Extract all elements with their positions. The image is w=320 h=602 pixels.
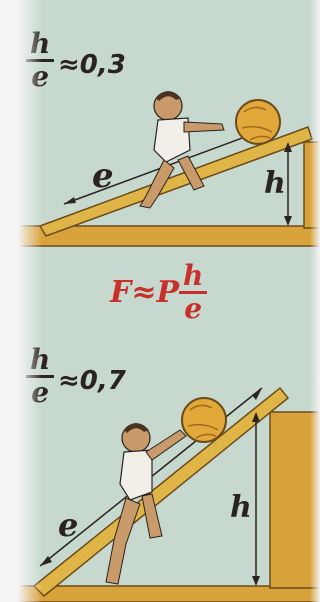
bottom-height-arrowhead-up bbox=[252, 412, 260, 422]
top-ground bbox=[18, 225, 320, 247]
formula-relation: ≈ bbox=[131, 275, 157, 310]
formula-denominator: e bbox=[179, 291, 208, 323]
bottom-height-arrowhead-down bbox=[252, 576, 260, 586]
bottom-length-arrowhead-start bbox=[40, 556, 52, 566]
left-edge-fade bbox=[18, 0, 42, 602]
bottom-height-label: h bbox=[230, 490, 252, 525]
top-length-arrowhead-start bbox=[64, 197, 76, 204]
formula-fraction: h e bbox=[179, 259, 208, 323]
bottom-ratio-value: ≈0,7 bbox=[58, 366, 126, 396]
bottom-man-figure bbox=[105, 423, 187, 585]
formula-force: F bbox=[110, 275, 132, 310]
bottom-length-arrowhead-end bbox=[252, 388, 262, 400]
bottom-ground bbox=[18, 585, 320, 602]
top-height-arrowhead-up bbox=[284, 142, 292, 152]
bottom-incline-label: e bbox=[58, 506, 79, 544]
top-stone bbox=[235, 99, 281, 145]
formula-weight: P bbox=[156, 275, 180, 310]
top-height-label: h bbox=[264, 166, 286, 201]
formula-numerator: h bbox=[183, 259, 204, 292]
inclined-plane-illustration: h e ≈0,3 e h F ≈ P h e h e ≈0,7 e h bbox=[18, 0, 320, 602]
top-ratio-value: ≈0,3 bbox=[58, 50, 126, 80]
bottom-stone bbox=[181, 397, 227, 443]
force-formula: F ≈ P h e bbox=[110, 259, 208, 323]
right-edge-fade bbox=[310, 0, 320, 602]
top-man-figure bbox=[139, 91, 225, 209]
top-incline-label: e bbox=[92, 156, 114, 196]
top-height-arrowhead-down bbox=[284, 216, 292, 226]
